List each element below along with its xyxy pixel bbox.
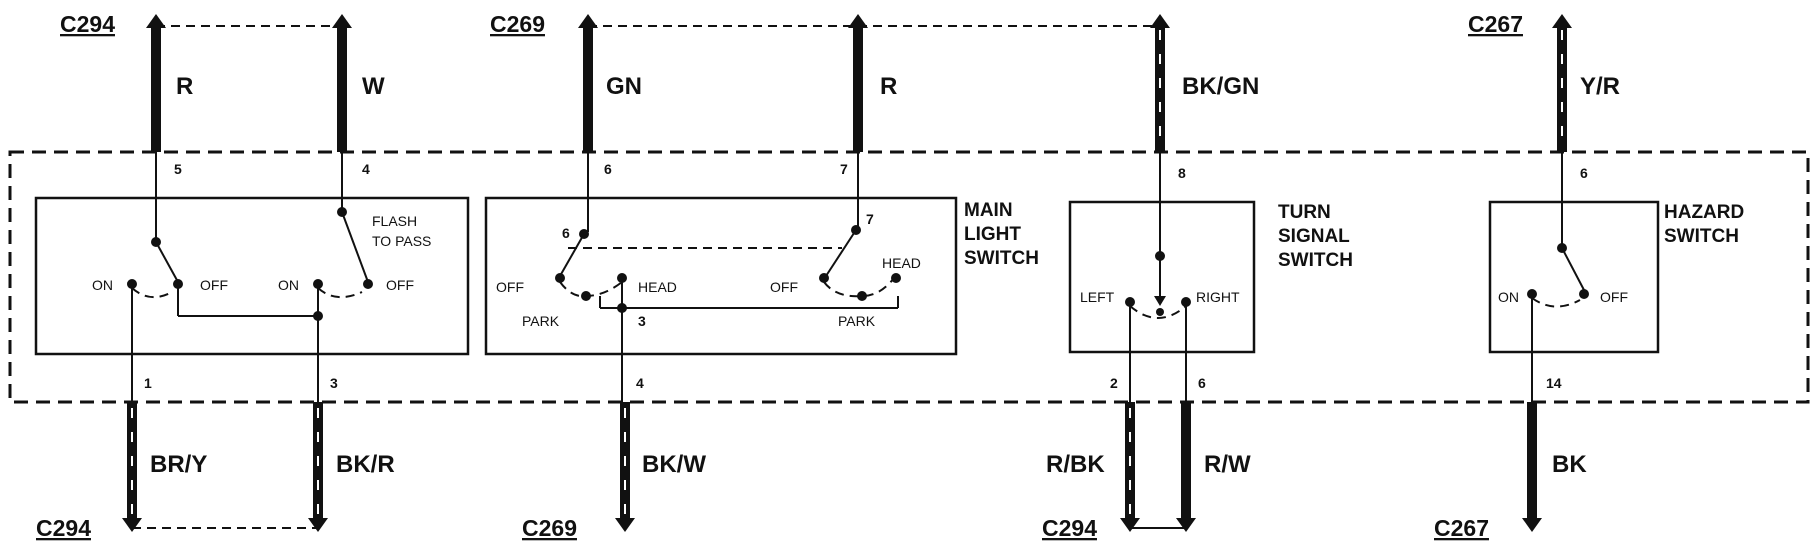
connector-c294-top: C294 bbox=[60, 11, 115, 37]
label-head-main-right: HEAD bbox=[882, 255, 921, 271]
detent-arc bbox=[317, 287, 363, 299]
wire-label-bkr: BK/R bbox=[336, 451, 395, 478]
switch-assembly-boundary bbox=[8, 150, 1810, 404]
wire-label-bk: BK bbox=[1552, 451, 1587, 478]
label-park-main-right: PARK bbox=[838, 313, 876, 329]
pin-3: 3 bbox=[330, 375, 338, 391]
detent-arc bbox=[823, 277, 895, 298]
pin-4: 4 bbox=[362, 161, 370, 177]
wire-label-rw: R/W bbox=[1204, 451, 1251, 478]
arrow-head bbox=[615, 518, 635, 532]
arrow-head bbox=[308, 518, 328, 532]
title-main-3: SWITCH bbox=[964, 248, 1039, 269]
wire-label-r2: R bbox=[880, 73, 897, 100]
wire-label-w: W bbox=[362, 73, 385, 100]
contact-dot bbox=[891, 273, 901, 283]
connector-c269-top: C269 bbox=[490, 11, 545, 37]
label-off-hazard: OFF bbox=[1600, 289, 1628, 305]
title-hazard-2: SWITCH bbox=[1664, 226, 1739, 247]
title-main-1: MAIN bbox=[964, 200, 1013, 221]
label-flash: FLASH bbox=[372, 213, 417, 229]
switch-arm bbox=[559, 233, 585, 277]
detent-arc bbox=[131, 287, 173, 299]
title-turn-2: SIGNAL bbox=[1278, 226, 1350, 247]
dimmer-switch-box bbox=[34, 196, 470, 356]
main-light-switch-box bbox=[484, 196, 958, 356]
label-on-hazard: ON bbox=[1498, 289, 1519, 305]
contact-dot bbox=[363, 279, 373, 289]
label-head-main-left: HEAD bbox=[638, 279, 677, 295]
contact-dot bbox=[555, 273, 565, 283]
arrow-head bbox=[1522, 518, 1542, 532]
pin-3-internal: 3 bbox=[638, 313, 646, 329]
arrow-head bbox=[122, 518, 142, 532]
wire-label-rbk: R/BK bbox=[1046, 451, 1105, 478]
pin-8: 8 bbox=[1178, 165, 1186, 181]
pin-5: 5 bbox=[174, 161, 182, 177]
title-turn-3: SWITCH bbox=[1278, 250, 1353, 271]
label-on-2: ON bbox=[278, 277, 299, 293]
label-on-1: ON bbox=[92, 277, 113, 293]
pin-4-bottom: 4 bbox=[636, 375, 644, 391]
label-off-2: OFF bbox=[386, 277, 414, 293]
wire-label-yr: Y/R bbox=[1580, 73, 1620, 100]
connector-c294-bottom-left: C294 bbox=[36, 515, 91, 541]
pin-7-internal: 7 bbox=[866, 211, 874, 227]
switch-arm bbox=[341, 211, 369, 283]
label-park-main-left: PARK bbox=[522, 313, 560, 329]
connector-c294-bottom-right: C294 bbox=[1042, 515, 1097, 541]
arrow-head bbox=[1120, 518, 1140, 532]
pin-6-main: 6 bbox=[604, 161, 612, 177]
detent-arc bbox=[1531, 297, 1581, 308]
pin-7-main: 7 bbox=[840, 161, 848, 177]
title-turn-1: TURN bbox=[1278, 202, 1331, 223]
contact-dot bbox=[819, 273, 829, 283]
arrow-head bbox=[1176, 518, 1196, 532]
pin-2: 2 bbox=[1110, 375, 1118, 391]
wire-label-bkw: BK/W bbox=[642, 451, 706, 478]
pin-6-internal: 6 bbox=[562, 225, 570, 241]
wire-label-gn: GN bbox=[606, 73, 642, 100]
pin-1: 1 bbox=[144, 375, 152, 391]
contact-dot bbox=[857, 291, 867, 301]
label-right: RIGHT bbox=[1196, 289, 1240, 305]
label-off-main-right: OFF bbox=[770, 279, 798, 295]
label-off-1: OFF bbox=[200, 277, 228, 293]
wire-label-bry: BR/Y bbox=[150, 451, 207, 478]
label-off-main-left: OFF bbox=[496, 279, 524, 295]
label-left: LEFT bbox=[1080, 289, 1115, 305]
pin-6-bottom: 6 bbox=[1198, 375, 1206, 391]
title-main-2: LIGHT bbox=[964, 224, 1021, 245]
switch-arm bbox=[155, 241, 179, 283]
contact-dot bbox=[1156, 308, 1164, 316]
pin-6-hazard: 6 bbox=[1580, 165, 1588, 181]
contact-dot bbox=[1579, 289, 1589, 299]
detent-arc bbox=[1129, 305, 1187, 319]
switch-arm bbox=[1561, 247, 1585, 291]
label-to-pass: TO PASS bbox=[372, 233, 431, 249]
turn-signal-switch-box bbox=[1068, 200, 1256, 354]
wire-label-bkgn: BK/GN bbox=[1182, 73, 1259, 100]
arrow-head bbox=[1154, 296, 1166, 306]
pin-14: 14 bbox=[1546, 375, 1562, 391]
connector-c267-bottom: C267 bbox=[1434, 515, 1489, 541]
switch-arm bbox=[825, 229, 857, 277]
connector-c267-top: C267 bbox=[1468, 11, 1523, 37]
connector-c269-bottom: C269 bbox=[522, 515, 577, 541]
hazard-switch-box bbox=[1488, 200, 1660, 354]
wire-label-r1: R bbox=[176, 73, 193, 100]
title-hazard-1: HAZARD bbox=[1664, 202, 1744, 223]
contact-dot bbox=[581, 291, 591, 301]
detent-arc bbox=[559, 281, 623, 298]
